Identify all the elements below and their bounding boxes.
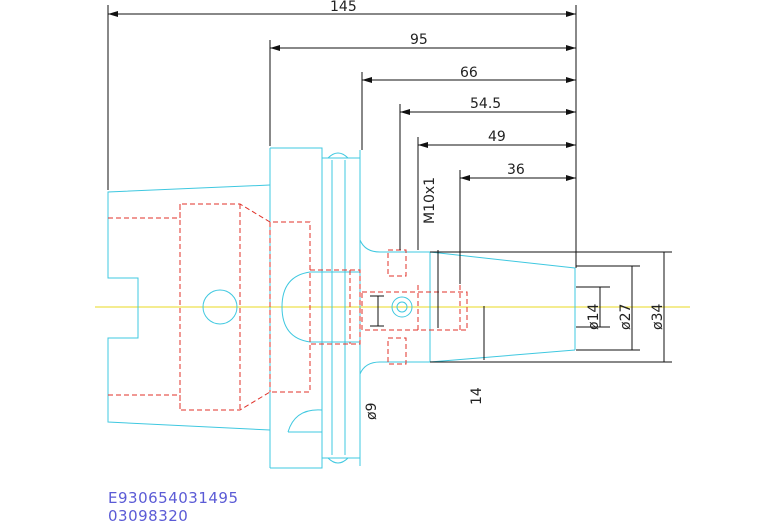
diameter-34-label: ø34 bbox=[650, 304, 666, 330]
thread-m10x1-label: M10x1 bbox=[422, 177, 438, 224]
dim-14-label: 14 bbox=[469, 387, 485, 405]
dim-145-label: 145 bbox=[330, 0, 357, 15]
tool-holder-outline bbox=[107, 147, 576, 469]
dim-49-label: 49 bbox=[488, 129, 506, 145]
diameter-14-label: ø14 bbox=[586, 304, 602, 330]
diameter-9-label: ø9 bbox=[364, 403, 380, 420]
diameter-27-label: ø27 bbox=[618, 304, 634, 330]
dim-95-label: 95 bbox=[410, 32, 428, 48]
dim-54-5-label: 54.5 bbox=[470, 96, 501, 112]
dim-36-label: 36 bbox=[507, 162, 525, 178]
part-number: E930654031495 bbox=[108, 489, 239, 507]
hidden-lines bbox=[108, 203, 468, 411]
article-number: 03098320 bbox=[108, 507, 189, 525]
dimension-lines bbox=[107, 5, 672, 363]
dim-66-label: 66 bbox=[460, 65, 478, 81]
